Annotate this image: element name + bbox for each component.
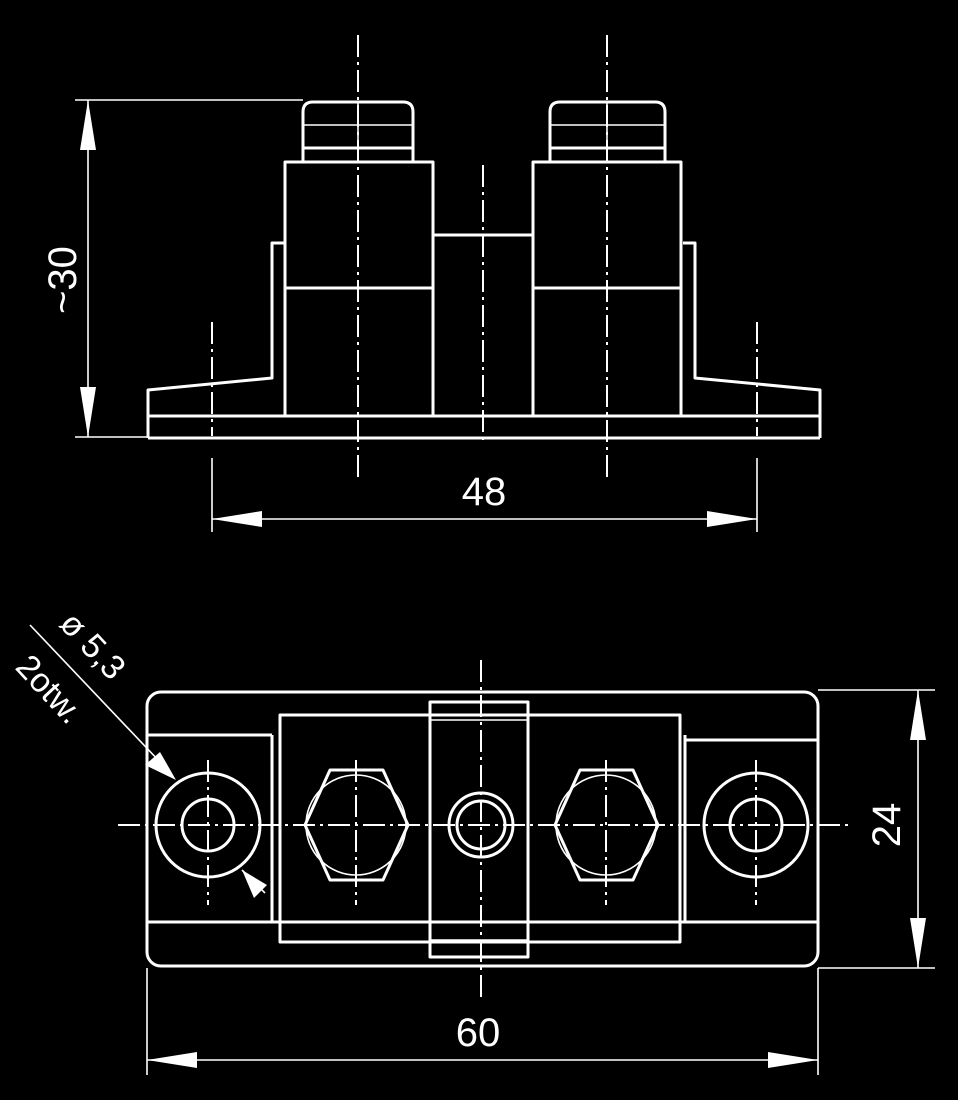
height-dimension-label: ~30: [41, 246, 85, 314]
side-view: ~30 48: [41, 35, 822, 532]
side-centerlines: [211, 35, 758, 478]
module-outline: [145, 690, 820, 968]
length-dimension: 60: [146, 968, 819, 1075]
hole-spacing-dimension: 48: [211, 458, 758, 532]
top-centerlines: [118, 660, 852, 1000]
top-view: ø 5,3 2otw. 24 60: [8, 605, 935, 1075]
height-dimension: ~30: [41, 99, 303, 438]
length-dimension-label: 60: [456, 1011, 501, 1055]
hole-diameter-label: ø 5,3: [52, 605, 133, 688]
hole-callout: ø 5,3 2otw.: [8, 605, 267, 898]
hole-spacing-label: 48: [462, 470, 507, 514]
hole-count-label: 2otw.: [8, 648, 90, 732]
depth-dimension-label: 24: [865, 803, 909, 848]
depth-dimension: 24: [818, 689, 935, 969]
